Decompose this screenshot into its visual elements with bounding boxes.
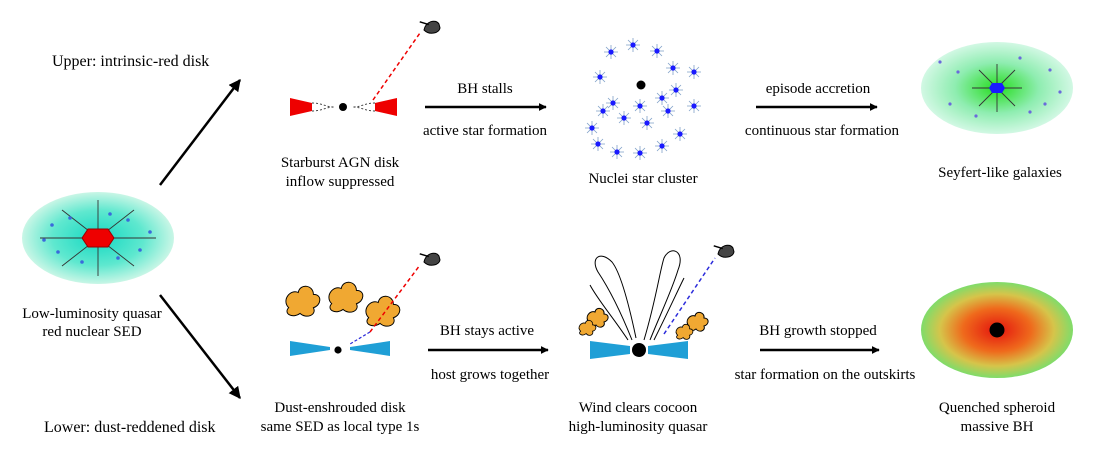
lower-stage2-line1: Wind clears cocoon <box>579 400 698 416</box>
lower-stage3-line2: massive BH <box>961 419 1034 435</box>
lower-stage2-line2: high-luminosity quasar <box>569 419 708 435</box>
lower-t1-below: host grows together <box>431 367 549 383</box>
branch-arrow-lower <box>159 294 241 399</box>
lower-t2-below: star formation on the outskirts <box>735 367 916 383</box>
branch-arrow-upper <box>159 79 241 186</box>
upper-stage1-line1: Starburst AGN disk <box>281 155 400 171</box>
start-label-line2: red nuclear SED <box>42 324 141 340</box>
lower-stage3-line1: Quenched spheroid <box>939 400 1056 416</box>
upper-t2-below: continuous star formation <box>745 123 900 139</box>
nuclear-star-cluster-icon <box>584 37 702 161</box>
starburst-disk-icon <box>290 16 442 116</box>
seyfert-galaxy-icon <box>921 42 1073 134</box>
quenched-spheroid-icon <box>921 282 1073 378</box>
dust-enshrouded-disk-icon <box>285 248 442 356</box>
lower-t2-above: BH growth stopped <box>759 323 877 339</box>
upper-t2-above: episode accretion <box>766 81 871 97</box>
lower-stage1-line2: same SED as local type 1s <box>261 419 420 435</box>
lower-t1-above: BH stays active <box>440 323 534 339</box>
wind-cocoon-icon <box>578 240 736 359</box>
upper-stage2-line1: Nuclei star cluster <box>588 171 697 187</box>
upper-t1-below: active star formation <box>423 123 548 139</box>
start-galaxy-icon <box>22 192 174 284</box>
upper-stage3-line1: Seyfert-like galaxies <box>938 165 1062 181</box>
upper-row-label: Upper: intrinsic-red disk <box>52 53 209 70</box>
start-label-line1: Low-luminosity quasar <box>22 306 162 322</box>
lower-stage1-line1: Dust-enshrouded disk <box>274 400 406 416</box>
upper-stage1-line2: inflow suppressed <box>286 174 395 190</box>
upper-t1-above: BH stalls <box>457 81 513 97</box>
lower-row-label: Lower: dust-reddened disk <box>44 419 216 436</box>
